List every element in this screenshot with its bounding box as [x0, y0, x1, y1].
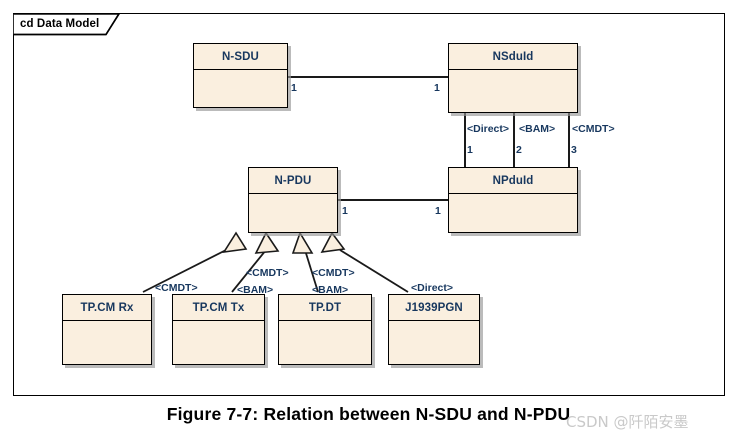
multiplicity-bam: 2 [516, 144, 522, 156]
class-tp-dt-title: TP.DT [279, 295, 371, 321]
edge-cmdt-link [568, 113, 570, 168]
class-j1939pgn[interactable]: J1939PGN [388, 294, 480, 365]
class-j1939pgn-title: J1939PGN [389, 295, 479, 321]
edge-bam-link [513, 113, 515, 168]
multiplicity-cmdt: 3 [571, 144, 577, 156]
stereotype-direct: <Direct> [467, 123, 510, 135]
gen-label-j1939pgn-direct: <Direct> [411, 282, 454, 294]
edge-npdu-npduid [338, 199, 450, 201]
class-tp-cm-rx-body [63, 321, 151, 390]
figure-caption: Figure 7-7: Relation between N-SDU and N… [166, 404, 571, 424]
stereotype-cmdt: <CMDT> [572, 123, 615, 135]
class-npduid-title: NPduId [449, 168, 577, 194]
class-n-sdu-body [194, 70, 287, 133]
gen-label-tp-cm-rx-cmdt: <CMDT> [155, 282, 198, 294]
class-tp-cm-tx-body [173, 321, 264, 390]
class-tp-cm-rx[interactable]: TP.CM Rx [62, 294, 152, 365]
stereotype-bam: <BAM> [519, 123, 556, 135]
gen-label-tp-dt-cmdt: <CMDT> [312, 267, 355, 279]
class-n-sdu-title: N-SDU [194, 44, 287, 70]
generalization-arrowhead [254, 231, 280, 254]
multiplicity-nsduid-end: 1 [434, 82, 440, 94]
class-n-sdu[interactable]: N-SDU [193, 43, 288, 108]
generalization-arrowhead [222, 231, 248, 254]
class-tp-dt[interactable]: TP.DT [278, 294, 372, 365]
multiplicity-npduid-end: 1 [435, 205, 441, 217]
class-nsduid[interactable]: NSduId [448, 43, 578, 113]
generalization-arrowhead [291, 231, 314, 254]
class-j1939pgn-body [389, 321, 479, 390]
class-n-pdu-title: N-PDU [249, 168, 337, 194]
gen-label-tp-dt-bam: <BAM> [312, 284, 349, 296]
edge-nsdu-nsduid [288, 76, 449, 78]
generalization-arrowhead [320, 231, 346, 254]
class-tp-cm-rx-title: TP.CM Rx [63, 295, 151, 321]
class-tp-dt-body [279, 321, 371, 390]
frame-label: cd Data Model [20, 17, 100, 30]
gen-label-tp-cm-tx-bam: <BAM> [237, 284, 274, 296]
class-n-pdu-body [249, 194, 337, 258]
edge-direct-link [464, 113, 466, 168]
watermark: CSDN @阡陌安墨 [566, 413, 689, 431]
class-npduid[interactable]: NPduId [448, 167, 578, 233]
class-tp-cm-tx-title: TP.CM Tx [173, 295, 264, 321]
class-nsduid-title: NSduId [449, 44, 577, 70]
multiplicity-nsdu-end: 1 [291, 82, 297, 94]
class-npduid-body [449, 194, 577, 258]
gen-label-tp-cm-tx-cmdt: <CMDT> [246, 267, 289, 279]
multiplicity-npdu-end: 1 [342, 205, 348, 217]
class-tp-cm-tx[interactable]: TP.CM Tx [172, 294, 265, 365]
class-n-pdu[interactable]: N-PDU [248, 167, 338, 233]
multiplicity-direct: 1 [467, 144, 473, 156]
